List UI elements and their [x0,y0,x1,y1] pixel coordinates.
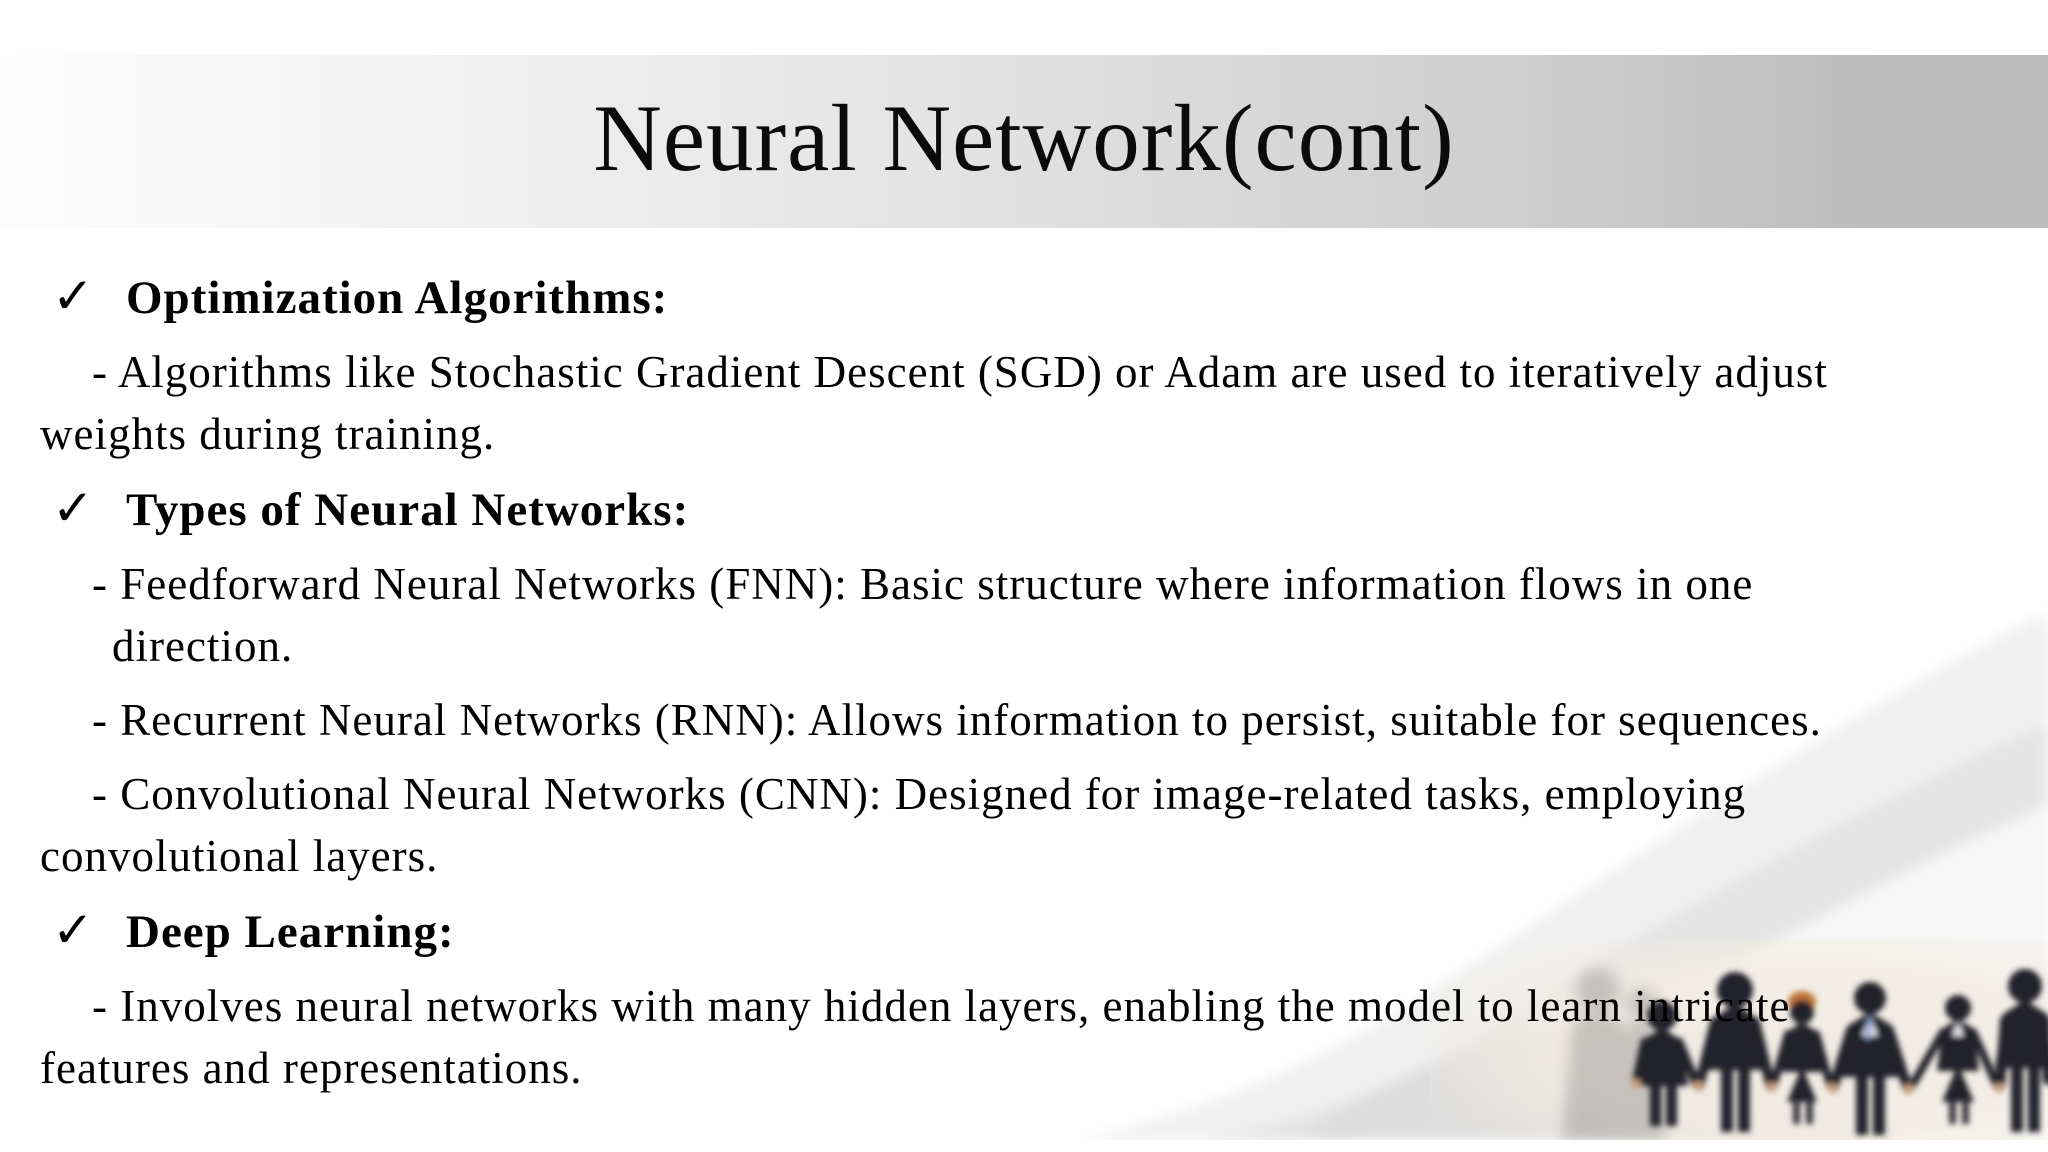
bullet-line: - Convolutional Neural Networks (CNN): D… [92,769,1747,819]
bullet-line: direction. [112,621,294,671]
page-title: Neural Network(cont) [593,84,1455,191]
bullet-line: convolutional layers. [40,831,439,881]
bullet-heading-optimization: ✓ Optimization Algorithms: [0,265,2048,329]
bullet-heading-text: Optimization Algorithms: [126,272,669,324]
bullet-heading-text: Deep Learning: [126,906,455,958]
bullet-line: - Feedforward Neural Networks (FNN): Bas… [92,559,1754,609]
bullet-line: - Involves neural networks with many hid… [92,981,1791,1031]
person-silhouette [1769,991,1835,1124]
person-silhouette [1694,972,1776,1132]
bullet-line: - Algorithms like Stochastic Gradient De… [92,347,1828,397]
person-silhouette [1828,982,1913,1135]
title-banner: Neural Network(cont) [0,55,2048,228]
person-silhouette [1631,1001,1702,1126]
bullet-heading-types: ✓ Types of Neural Networks: [0,477,2048,541]
bullet-line: weights during training. [40,409,496,459]
bullet-heading-text: Types of Neural Networks: [126,484,690,536]
checkmark-icon: ✓ [52,267,95,325]
business-people-photo [1430,940,2048,1140]
checkmark-icon: ✓ [52,479,95,537]
person-silhouette [1906,995,2002,1124]
bottom-margin [0,1140,2048,1152]
bullet-line: - Recurrent Neural Networks (RNN): Allow… [92,695,1822,745]
joined-hands [1631,1079,2004,1094]
checkmark-icon: ✓ [52,901,95,959]
slide-body: ✓ Optimization Algorithms: - Algorithms l… [0,253,2048,1099]
bullet-line: features and representations. [40,1043,583,1093]
bullet-heading-deep-learning: ✓ Deep Learning: [0,899,2048,963]
